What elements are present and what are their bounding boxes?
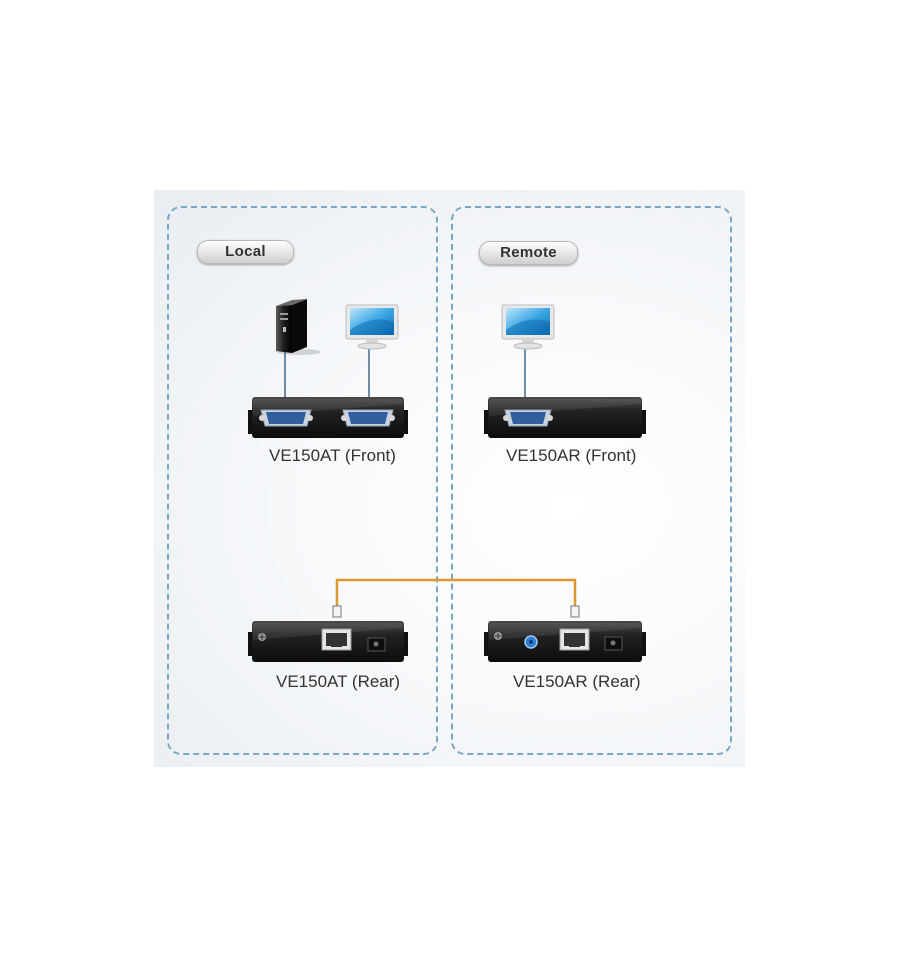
ve150ar-rear-unit <box>484 621 646 662</box>
adjustment-dial-icon <box>524 635 538 649</box>
vga-port-icon <box>259 409 313 427</box>
ve150at-front-label: VE150AT (Front) <box>269 446 396 465</box>
power-jack-icon <box>604 636 623 651</box>
cat5-cable <box>332 578 580 618</box>
remote-zone <box>451 206 732 755</box>
remote-monitor-icon <box>501 304 555 350</box>
local-zone <box>167 206 438 755</box>
ve150at-rear-label: VE150AT (Rear) <box>276 672 401 691</box>
remote-zone-label: Remote <box>479 241 578 265</box>
vga-port-icon <box>341 409 395 427</box>
ve150ar-front-label: VE150AR (Front) <box>506 446 637 465</box>
ve150at-front-unit <box>248 397 408 438</box>
diagram-background <box>154 190 745 767</box>
local-zone-label: Local <box>197 240 294 264</box>
local-monitor-icon <box>345 304 399 350</box>
ground-screw-icon <box>258 633 266 641</box>
ground-screw-icon <box>494 632 502 640</box>
ve150ar-rear-label: VE150AR (Rear) <box>513 672 641 691</box>
power-jack-icon <box>367 637 386 652</box>
vga-port-icon <box>503 409 553 427</box>
computer-tower-icon <box>276 299 321 355</box>
rj45-port-icon <box>559 628 590 651</box>
ve150ar-front-unit <box>484 397 646 438</box>
ve150at-rear-unit <box>248 621 408 662</box>
rj45-port-icon <box>321 628 352 651</box>
